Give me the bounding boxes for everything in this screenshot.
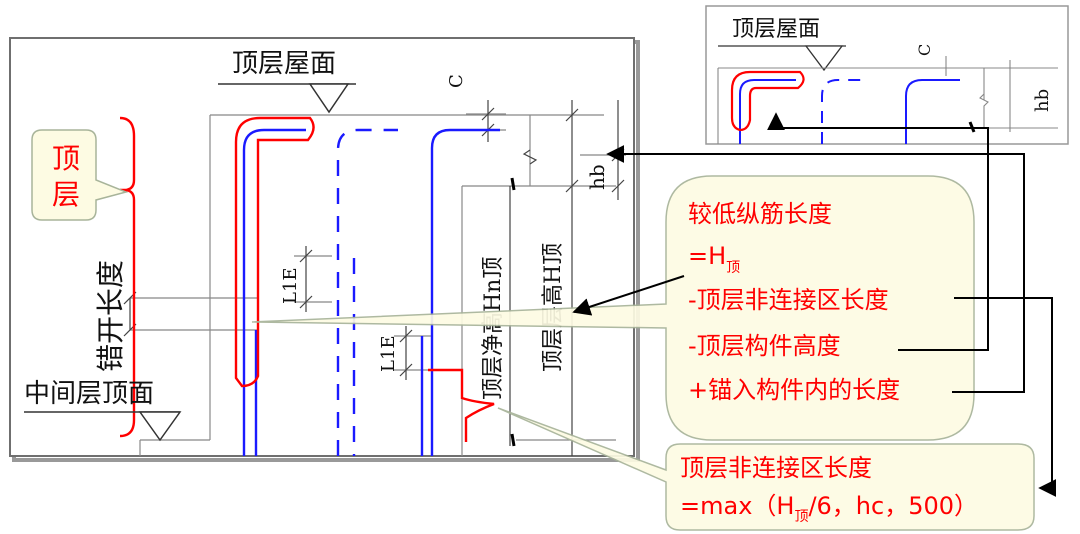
inset-highlight-outline [730,70,805,132]
nonconnect-callout-bubble [497,407,1035,531]
middle-rebar-dashed [336,128,398,456]
net-height-label: 顶层净高Hn顶 [481,257,506,400]
top-floor-char-1: 顶 [52,142,80,175]
formula-callout: 较低纵筋长度 =H顶 -顶层非连接区长度 -顶层构件高度 +锚入构件内的长度 [251,175,975,441]
lle-label-upper: L1E [280,267,301,304]
formula-line-4: -顶层构件高度 [688,332,841,360]
inset-cover-label: C [915,44,934,56]
nonconnect-line-2: =max（H顶/6，hc，500） [680,492,978,525]
formula-line-3: -顶层非连接区长度 [688,286,889,314]
left-rebar-solid [242,128,306,456]
inset-roof-label: 顶层屋面 [732,17,820,42]
inset-hb-label: hb [1032,89,1053,112]
inset-roof-triangle-icon [804,45,844,72]
formula-line-1: 较低纵筋长度 [688,200,832,228]
top-floor-callout: 顶 层 [31,129,129,221]
formula-line-2: =H顶 [688,242,740,276]
top-floor-char-2: 层 [52,178,80,211]
stagger-length-label: 错开长度 [94,260,127,372]
formula-line-5: +锚入构件内的长度 [688,376,900,404]
arrow-h-top [572,275,685,316]
arrow-nonconnect [954,297,1057,497]
hb-label: hb [585,164,609,190]
connector-arrows [572,112,1057,497]
main-drawing: 顶层屋面 [9,37,640,462]
blue-rebars [242,128,500,456]
highlight-rebar-outline [234,116,315,388]
tick-markers [510,177,516,447]
roof-label: 顶层屋面 [232,49,336,79]
middle-floor-label: 中间层顶面 [24,379,154,409]
main-frame [9,37,635,457]
highlight-nonconnect-bracket [428,368,495,442]
nonconnect-line-1: 顶层非连接区长度 [680,454,872,482]
lle-label-lower: L1E [378,335,399,372]
arrow-anchorage [606,145,1025,393]
nonconnect-callout: 顶层非连接区长度 =max（H顶/6，hc，500） [497,407,1035,531]
roof-triangle-icon [308,83,350,114]
cover-label: C [446,74,467,88]
story-height-label: 顶层层高H顶 [541,243,566,372]
right-rebar-solid [430,128,500,456]
formula-callout-bubble [251,175,975,441]
inset-frame [705,5,1069,145]
middle-floor-triangle-icon [138,411,182,442]
arrow-member-height [767,112,989,351]
inset-drawing: 顶层屋面 C hb [705,5,1069,145]
